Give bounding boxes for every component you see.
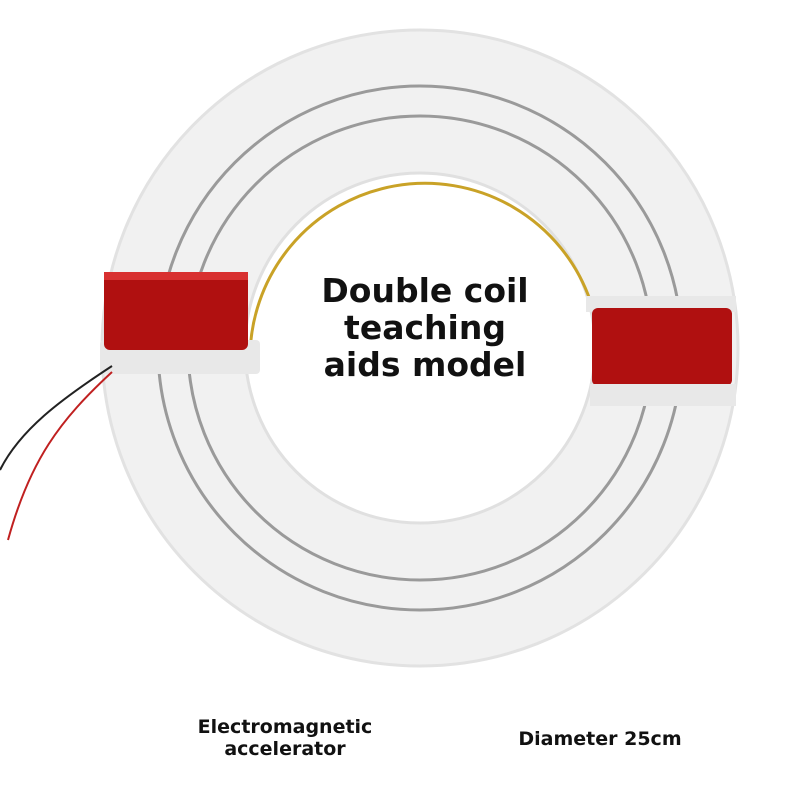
- copper-wire: [248, 181, 592, 361]
- caption-diameter: Diameter 25cm: [518, 728, 682, 750]
- left-coil: [100, 272, 260, 374]
- caption-electromagnetic-accelerator: Electromagnetic accelerator: [197, 716, 373, 760]
- right-coil: [586, 296, 736, 406]
- black-lead: [0, 365, 113, 471]
- product-title: Double coil teaching aids model: [321, 271, 529, 384]
- red-lead: [7, 371, 113, 541]
